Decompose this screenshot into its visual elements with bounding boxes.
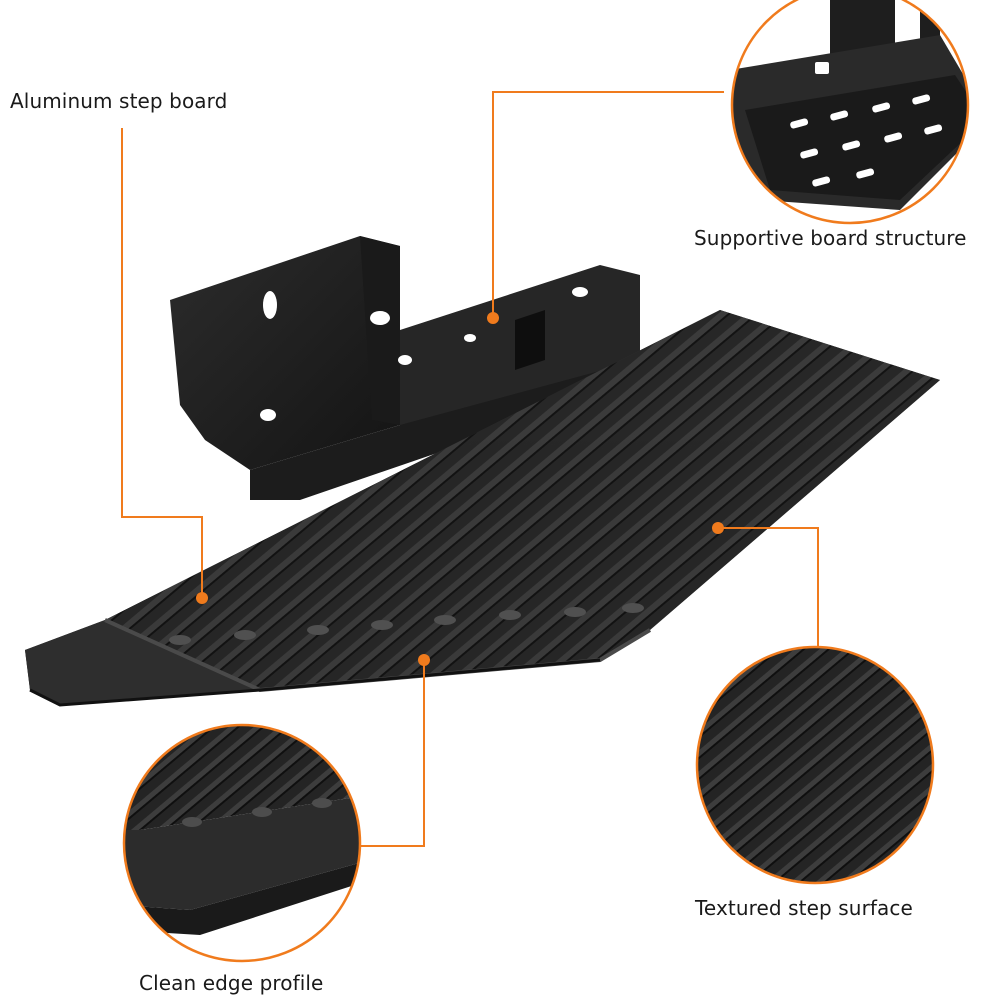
callout-marker-clean — [418, 654, 430, 666]
mounting-bracket — [170, 236, 650, 500]
step-board — [25, 310, 940, 707]
label-supportive-board-structure: Supportive board structure — [694, 226, 967, 250]
inset-supportive-structure — [730, 0, 970, 225]
label-clean-edge-profile: Clean edge profile — [139, 971, 324, 995]
inset-textured-surface — [695, 645, 935, 885]
callout-line-textured — [718, 527, 819, 650]
callout-line-supportive — [492, 91, 724, 318]
callout-marker-supportive — [487, 312, 499, 324]
callout-line-aluminum — [121, 128, 203, 598]
callout-line-clean — [356, 660, 425, 847]
label-textured-step-surface: Textured step surface — [695, 896, 913, 920]
label-aluminum-step-board: Aluminum step board — [10, 89, 228, 113]
callout-marker-aluminum — [196, 592, 208, 604]
inset-clean-edge — [122, 723, 362, 963]
callout-lines — [121, 91, 819, 847]
callout-marker-textured — [712, 522, 724, 534]
